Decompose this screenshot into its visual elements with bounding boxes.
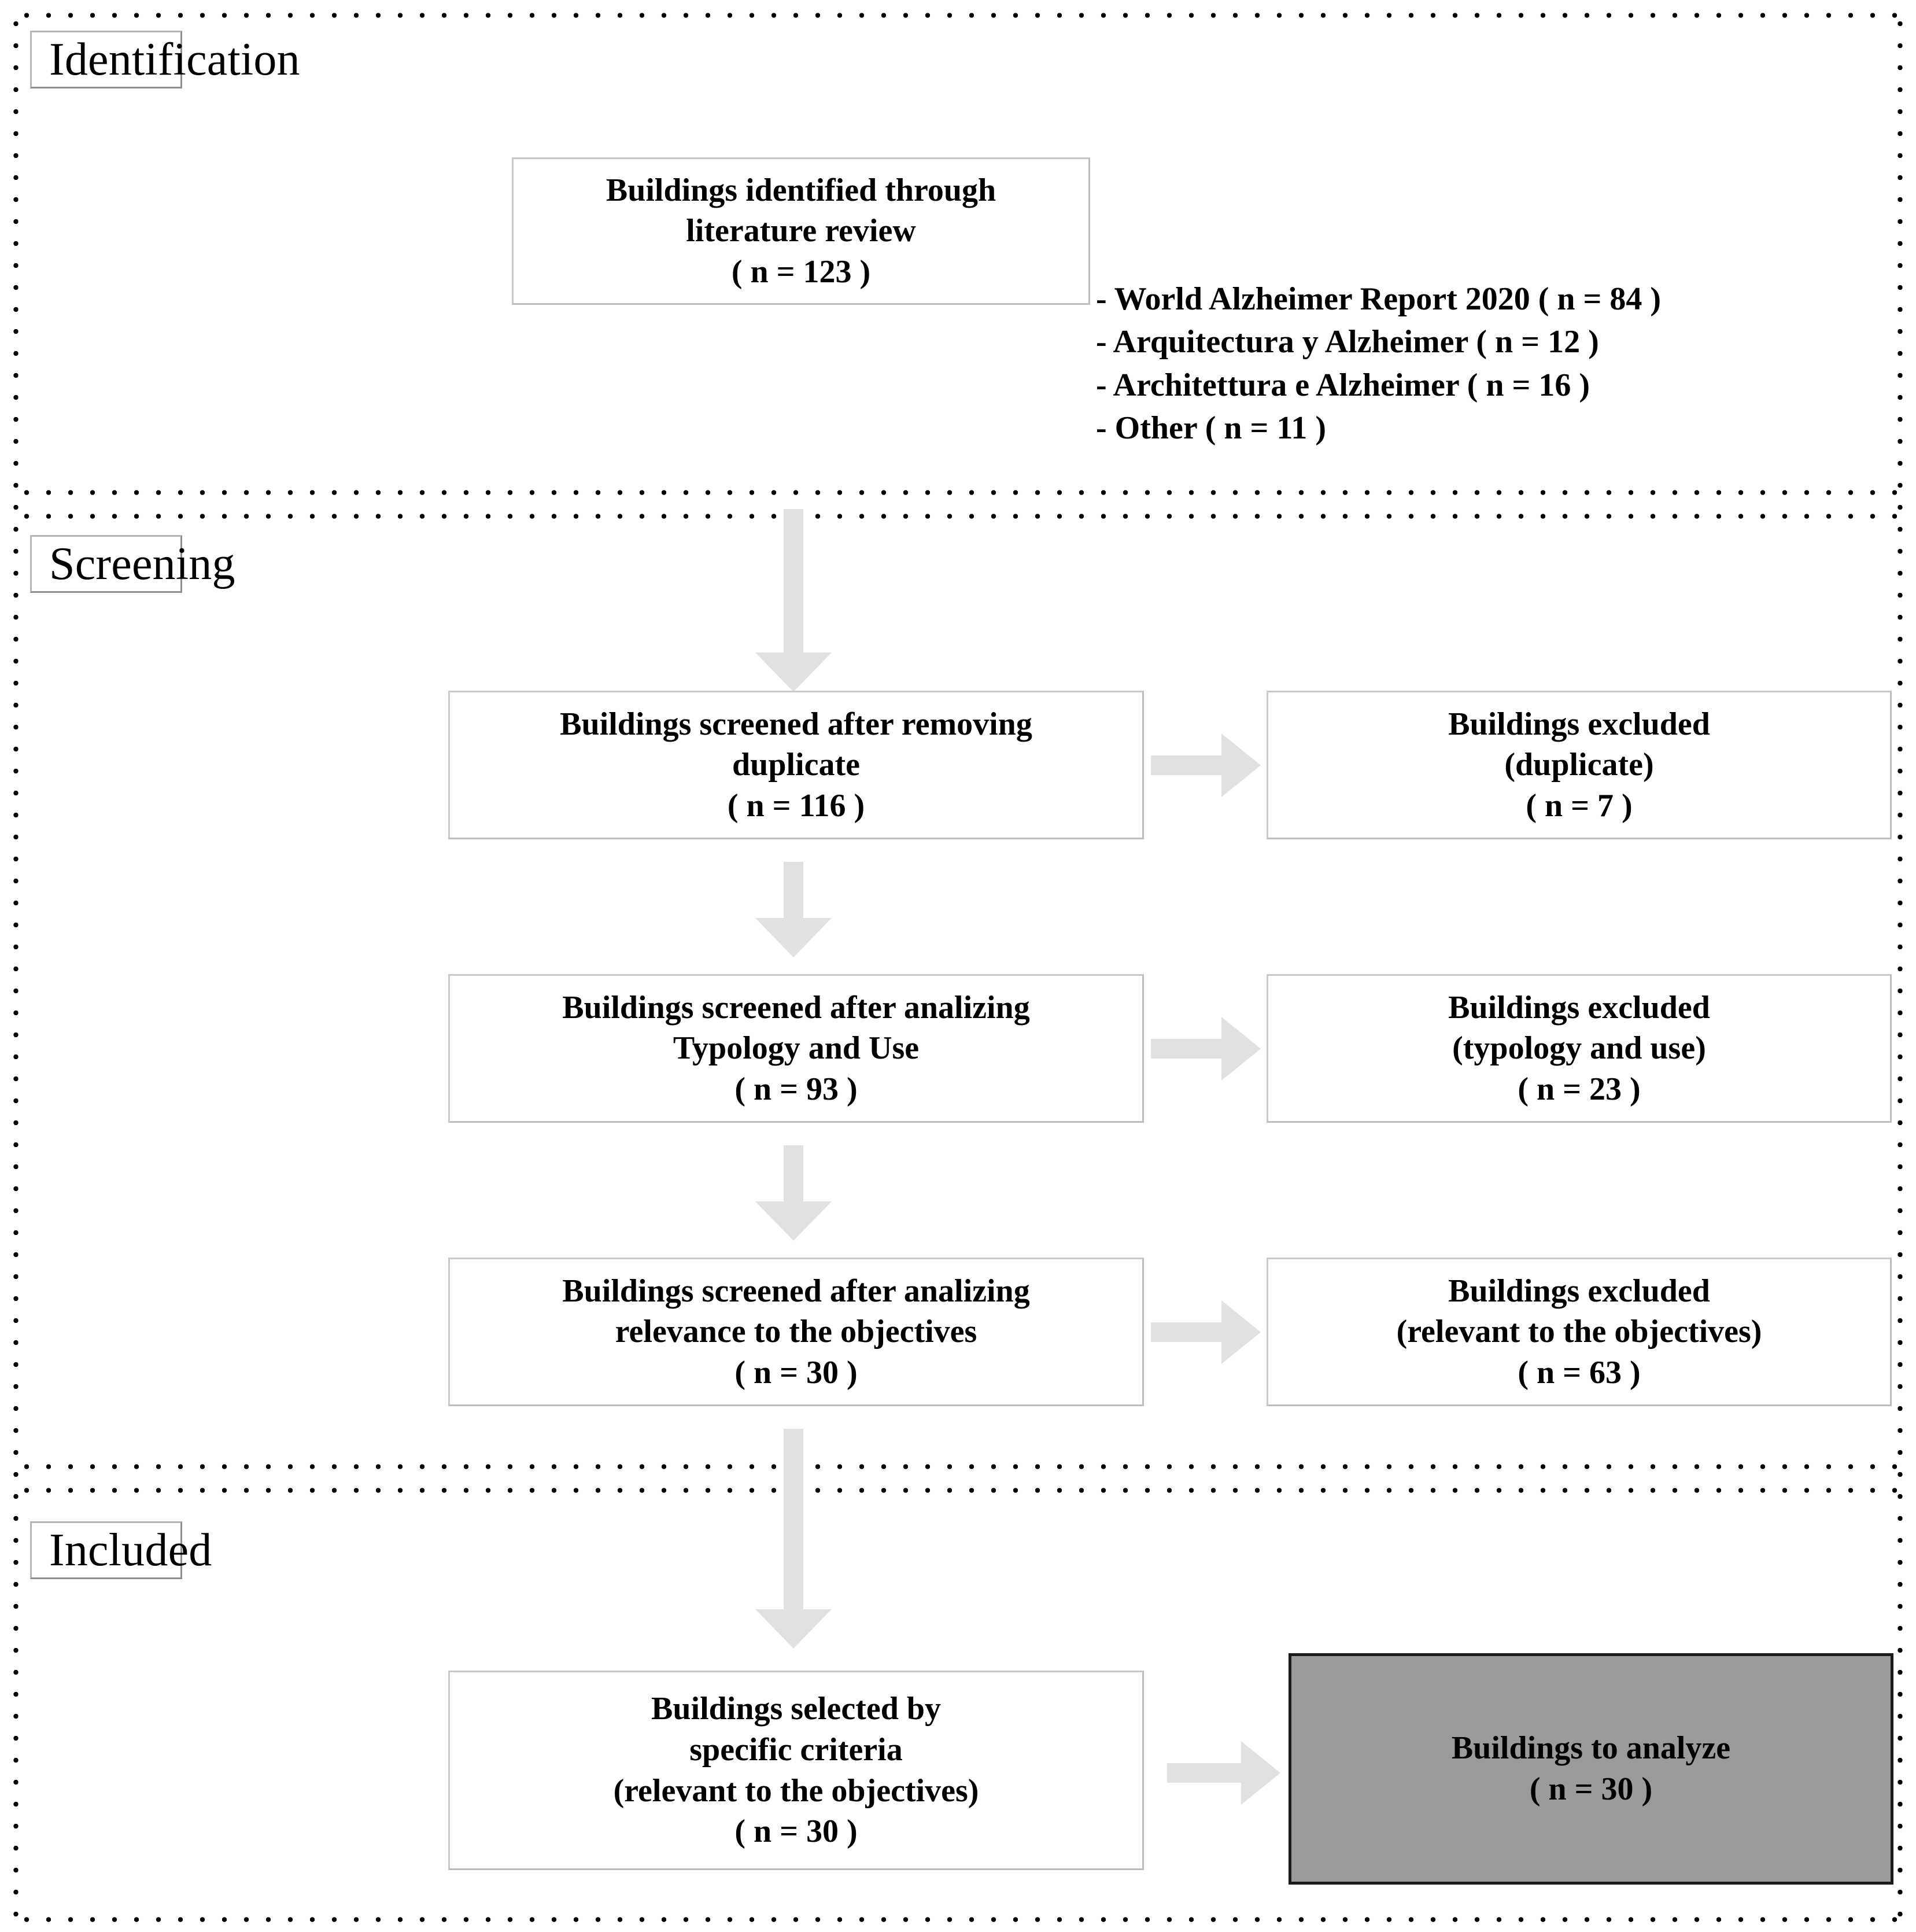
- box-line: duplicate: [732, 747, 860, 783]
- arrow-shaft: [784, 1145, 803, 1201]
- box-line: ( n = 116 ): [727, 787, 865, 824]
- arrow-head-icon: [1241, 1741, 1280, 1805]
- box-line: ( n = 23 ): [1518, 1071, 1641, 1107]
- source-list-item: - Architettura e Alzheimer ( n = 16 ): [1096, 367, 1590, 403]
- arrow-head-icon: [1221, 1300, 1261, 1364]
- divider-included-top: [16, 1488, 1901, 1493]
- source-list-item: - Arquitectura y Alzheimer ( n = 12 ): [1096, 324, 1599, 360]
- box-line: (relevant to the objectives): [1396, 1314, 1762, 1350]
- stage-label-screening-text: Screening: [49, 539, 235, 589]
- arrow-head-icon: [755, 652, 832, 692]
- box-line: ( n = 93 ): [734, 1071, 858, 1107]
- box-line: ( n = 30 ): [1529, 1771, 1653, 1807]
- arrow-shaft: [1151, 1039, 1226, 1059]
- arrow-down-screening-row1-to-row2: [755, 862, 832, 957]
- box-line: ( n = 7 ): [1526, 787, 1633, 824]
- arrow-down-identification-to-screening: [755, 509, 832, 692]
- box-line: Buildings identified through: [606, 172, 996, 208]
- box-excluded-relevance: Buildings excluded (relevant to the obje…: [1267, 1258, 1892, 1406]
- source-list-item: - World Alzheimer Report 2020 ( n = 84 ): [1096, 281, 1662, 317]
- arrow-shaft: [784, 1429, 803, 1609]
- divider-screening-top: [16, 514, 1901, 519]
- arrow-shaft: [1151, 755, 1226, 775]
- box-line: Buildings screened after analizing: [562, 989, 1030, 1026]
- frame-dotted-left: [13, 13, 19, 1920]
- box-line: Buildings excluded: [1448, 989, 1710, 1026]
- box-line: literature review: [686, 213, 916, 249]
- box-line: Buildings to analyze: [1451, 1730, 1731, 1767]
- divider-identification-screening: [16, 490, 1901, 495]
- box-line: (typology and use): [1452, 1030, 1706, 1067]
- arrow-down-screening-to-included: [755, 1429, 832, 1649]
- box-screened-removing-duplicate: Buildings screened after removing duplic…: [448, 691, 1144, 839]
- arrow-head-icon: [755, 1201, 832, 1241]
- stage-label-screening: Screening: [30, 535, 235, 593]
- arrow-head-icon: [755, 918, 832, 957]
- identification-source-list: - World Alzheimer Report 2020 ( n = 84 )…: [1096, 278, 1661, 450]
- arrow-head-icon: [1221, 1017, 1261, 1081]
- box-line: Buildings screened after analizing: [562, 1273, 1030, 1309]
- box-excluded-typology-use: Buildings excluded (typology and use) ( …: [1267, 974, 1892, 1123]
- arrow-shaft: [784, 862, 803, 918]
- arrow-head-icon: [755, 1609, 832, 1649]
- arrow-right-to-excluded-relevance: [1151, 1300, 1261, 1364]
- frame-dotted-top: [16, 13, 1901, 18]
- box-line: ( n = 63 ): [1518, 1354, 1641, 1391]
- arrow-shaft: [1151, 1322, 1226, 1342]
- box-line: Buildings screened after removing: [560, 706, 1032, 742]
- box-screened-relevance: Buildings screened after analizing relev…: [448, 1258, 1144, 1406]
- box-line: (duplicate): [1504, 747, 1654, 783]
- arrow-right-to-buildings-to-analyze: [1167, 1741, 1280, 1805]
- arrow-shaft: [1167, 1763, 1246, 1783]
- stage-label-identification-text: Identification: [49, 34, 300, 85]
- box-buildings-to-analyze: Buildings to analyze ( n = 30 ): [1289, 1653, 1893, 1885]
- frame-dotted-right: [1897, 13, 1903, 1920]
- box-line: (relevant to the objectives): [613, 1772, 979, 1809]
- box-line: ( n = 30 ): [734, 1354, 858, 1391]
- box-line: Buildings excluded: [1448, 1273, 1710, 1309]
- arrow-right-to-excluded-duplicate: [1151, 733, 1261, 797]
- source-list-item: - Other ( n = 11 ): [1096, 410, 1326, 447]
- arrow-down-screening-row2-to-row3: [755, 1145, 832, 1241]
- frame-dotted-bottom: [16, 1917, 1901, 1922]
- box-line: ( n = 123 ): [731, 253, 871, 290]
- box-screened-typology-use: Buildings screened after analizing Typol…: [448, 974, 1144, 1123]
- stage-label-included-text: Included: [49, 1525, 212, 1576]
- box-buildings-identified: Buildings identified through literature …: [512, 157, 1090, 305]
- divider-screening-included: [16, 1464, 1901, 1469]
- box-excluded-duplicate: Buildings excluded (duplicate) ( n = 7 ): [1267, 691, 1892, 839]
- stage-label-included: Included: [30, 1521, 212, 1579]
- box-line: Typology and Use: [673, 1030, 920, 1067]
- box-line: ( n = 30 ): [734, 1813, 858, 1850]
- stage-label-identification: Identification: [30, 31, 300, 89]
- box-line: relevance to the objectives: [615, 1314, 977, 1350]
- arrow-head-icon: [1221, 733, 1261, 797]
- box-line: specific criteria: [689, 1731, 903, 1768]
- arrow-shaft: [784, 509, 803, 652]
- box-line: Buildings excluded: [1448, 706, 1710, 742]
- box-buildings-selected: Buildings selected by specific criteria …: [448, 1671, 1144, 1870]
- box-line: Buildings selected by: [651, 1691, 941, 1727]
- arrow-right-to-excluded-typology: [1151, 1017, 1261, 1081]
